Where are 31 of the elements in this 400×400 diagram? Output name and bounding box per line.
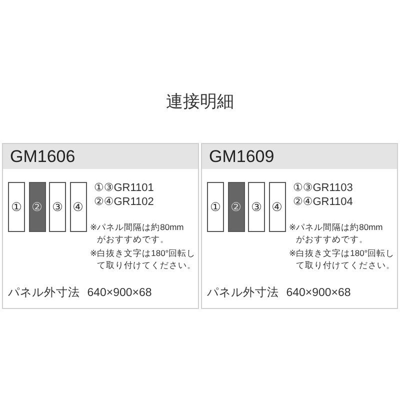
spec-card — [2, 143, 199, 309]
card-heading: GM1609 — [202, 144, 397, 169]
panel-rect — [207, 182, 224, 232]
panel-number: ① — [210, 200, 221, 214]
panel-rect — [70, 182, 86, 232]
panel-rect — [248, 182, 265, 232]
panel-number: ② — [230, 200, 242, 214]
panel-number: ① — [11, 200, 22, 214]
part-number-text: ①③GR1101 — [94, 181, 154, 195]
part-number-text: ②④GR1102 — [94, 195, 154, 209]
spec-card — [201, 143, 398, 309]
title: 連接明細 — [165, 91, 235, 113]
panel-number: ② — [32, 200, 42, 214]
dimension-text: パネル外寸法 640×900×68 — [207, 286, 351, 300]
panel-rect — [49, 182, 66, 232]
panel-number: ④ — [72, 200, 84, 214]
panel-rect — [268, 182, 286, 232]
note-text: ※白抜き文字は180°回転して取り付けてください。 — [90, 247, 196, 271]
note-text: ※白抜き文字は180°回転して取り付けてください。 — [289, 247, 395, 271]
dimension-text: パネル外寸法 640×900×68 — [8, 286, 152, 300]
panel-number: ③ — [251, 200, 262, 214]
part-number-text: ①③GR1103 — [293, 181, 353, 195]
card-heading: GM1606 — [3, 144, 198, 169]
part-number-text: ②④GR1104 — [293, 195, 353, 209]
panel-rect — [28, 182, 46, 232]
note-text: ※パネル間隔は約80mmがおすすめです。 — [289, 221, 383, 245]
panel-number: ④ — [272, 200, 282, 214]
note-text: ※パネル間隔は約80mmがおすすめです。 — [90, 221, 184, 245]
panel-rect — [228, 182, 244, 232]
panel-rect — [8, 182, 25, 232]
panel-number: ③ — [52, 200, 63, 214]
